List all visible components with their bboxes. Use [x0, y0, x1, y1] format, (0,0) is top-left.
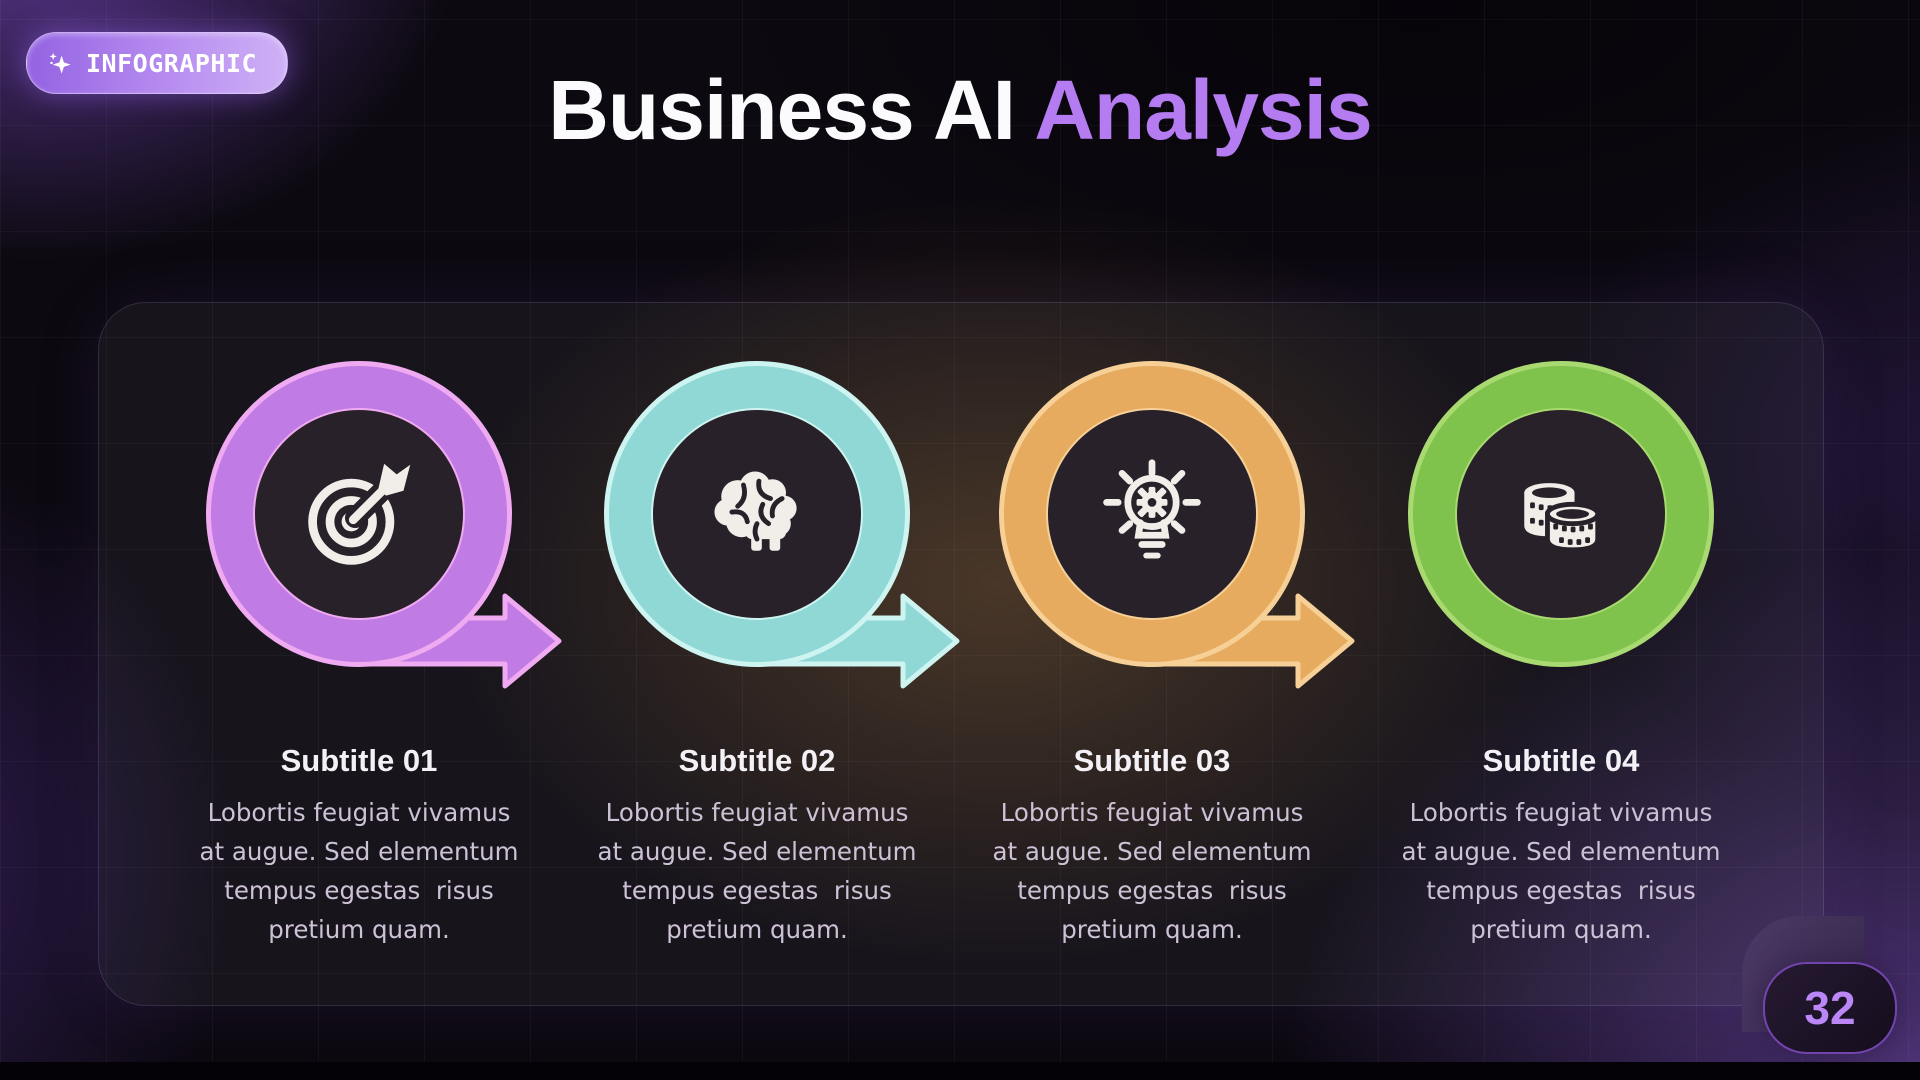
description-line: tempus egestas risus — [224, 876, 494, 905]
step-subtitle: Subtitle 01 — [280, 743, 438, 778]
description-line: tempus egestas risus — [1017, 876, 1287, 905]
description-line: Lobortis feugiat vivamus — [207, 798, 511, 827]
infographic-badge: INFOGRAPHIC — [26, 32, 289, 94]
loop-arrow-graphic — [206, 361, 562, 689]
loop-arrow-graphic — [604, 361, 960, 689]
loop-arrow-graphic — [999, 361, 1355, 689]
step-column: Subtitle 02 Lobortis feugiat vivamus at … — [557, 359, 960, 949]
description-line: pretium quam. — [268, 915, 450, 944]
coins-icon — [1524, 483, 1601, 553]
description-line: at augue. Sed elementum — [1401, 837, 1721, 866]
title-primary: Business AI — [548, 63, 1016, 157]
sparkle-icon — [49, 52, 71, 74]
loop-arrow-graphic — [1408, 361, 1714, 667]
step-description: Lobortis feugiat vivamus at augue. Sed e… — [952, 793, 1352, 949]
title-accent: Analysis — [1034, 63, 1373, 157]
badge-label: INFOGRAPHIC — [86, 48, 258, 78]
step-description: Lobortis feugiat vivamus at augue. Sed e… — [159, 793, 559, 949]
page-number-pill: 32 — [1763, 962, 1897, 1054]
description-line: at augue. Sed elementum — [992, 837, 1312, 866]
description-line: at augue. Sed elementum — [199, 837, 519, 866]
step-subtitle: Subtitle 03 — [1073, 743, 1231, 778]
description-line: pretium quam. — [1061, 915, 1243, 944]
page-number: 32 — [1804, 982, 1856, 1034]
target-icon — [308, 463, 411, 565]
description-line: Lobortis feugiat vivamus — [1409, 798, 1713, 827]
step-column: Subtitle 04 Lobortis feugiat vivamus at … — [1361, 359, 1761, 949]
description-line: pretium quam. — [666, 915, 848, 944]
description-line: pretium quam. — [1470, 915, 1652, 944]
description-line: tempus egestas risus — [1426, 876, 1696, 905]
description-line: at augue. Sed elementum — [597, 837, 917, 866]
step-column: Subtitle 01 Lobortis feugiat vivamus at … — [159, 359, 562, 949]
idea-icon — [1103, 459, 1201, 559]
description-line: Lobortis feugiat vivamus — [605, 798, 909, 827]
step-subtitle: Subtitle 02 — [678, 743, 836, 778]
page-title: Business AI Analysis — [0, 62, 1920, 159]
step-column: Subtitle 03 Lobortis feugiat vivamus at … — [952, 359, 1355, 949]
bottom-strip — [0, 1062, 1920, 1080]
description-line: tempus egestas risus — [622, 876, 892, 905]
description-line: Lobortis feugiat vivamus — [1000, 798, 1304, 827]
step-subtitle: Subtitle 04 — [1482, 743, 1640, 778]
step-description: Lobortis feugiat vivamus at augue. Sed e… — [557, 793, 957, 949]
step-description: Lobortis feugiat vivamus at augue. Sed e… — [1361, 793, 1761, 949]
brain-icon — [714, 471, 797, 551]
